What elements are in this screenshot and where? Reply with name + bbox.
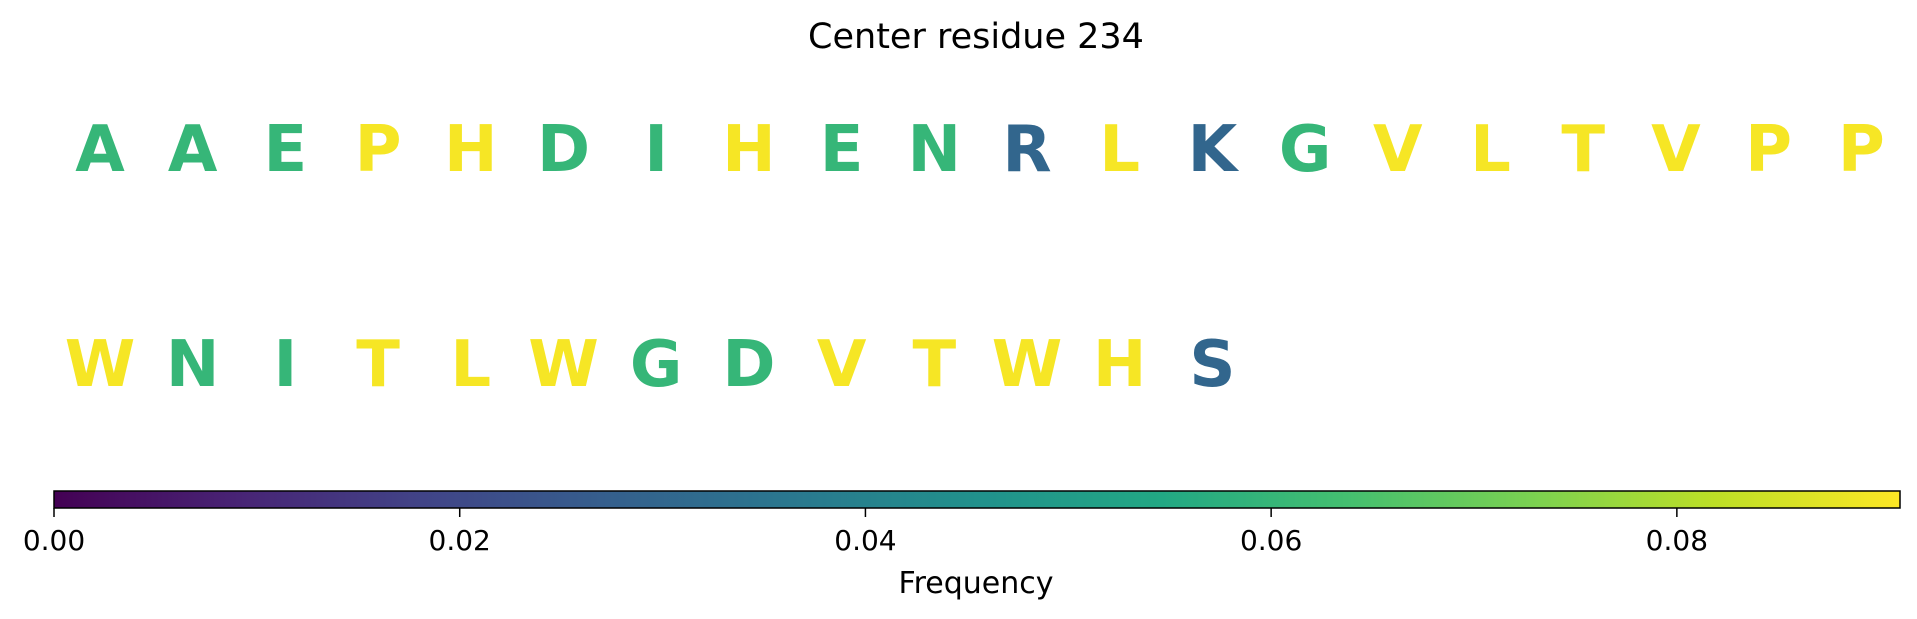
colorbar-tick-label: 0.06: [1240, 524, 1302, 557]
residue-letter: I: [273, 328, 297, 402]
residue-letter: A: [168, 113, 218, 187]
residue-letter: V: [817, 328, 867, 402]
residue-letter: L: [1470, 113, 1511, 187]
chart-title: Center residue 234: [808, 17, 1144, 57]
residue-letter: T: [356, 328, 400, 402]
residue-letter: W: [992, 328, 1063, 402]
residue-letter: T: [912, 328, 956, 402]
residue-letter: D: [537, 113, 590, 187]
residue-letter: G: [630, 328, 683, 402]
residue-letter: H: [722, 113, 776, 187]
colorbar-tick-label: 0.08: [1646, 524, 1708, 557]
residue-letter: W: [65, 328, 136, 402]
residue-letter: G: [1279, 113, 1332, 187]
colorbar-tick-label: 0.00: [23, 524, 85, 557]
colorbar-ticks: 0.00 0.02 0.04 0.06 0.08: [23, 508, 1708, 557]
residue-letter: A: [75, 113, 125, 187]
residue-letter: P: [355, 113, 402, 187]
residue-letter: I: [644, 113, 668, 187]
residue-letter: V: [1651, 113, 1701, 187]
residue-letter: D: [722, 328, 775, 402]
residue-letter: K: [1188, 113, 1240, 187]
residue-letter: W: [528, 328, 599, 402]
residue-letter: H: [1093, 328, 1147, 402]
residue-letter: E: [264, 113, 308, 187]
residue-letter: R: [1002, 113, 1051, 187]
colorbar: 0.00 0.02 0.04 0.06 0.08 Frequency: [23, 490, 1901, 601]
residue-letter: S: [1189, 328, 1235, 402]
residue-letter: T: [1561, 113, 1605, 187]
colorbar-tick-label: 0.04: [834, 524, 896, 557]
colorbar-label: Frequency: [899, 566, 1054, 601]
residue-letter: H: [444, 113, 498, 187]
residue-letter: L: [1099, 113, 1140, 187]
residue-letter: N: [166, 328, 220, 402]
residue-letter: L: [450, 328, 491, 402]
colorbar-gradient: [53, 490, 1901, 509]
colorbar-tick-label: 0.02: [429, 524, 491, 557]
residue-letter: N: [908, 113, 962, 187]
residue-letter: P: [1745, 113, 1792, 187]
residue-letter: P: [1838, 113, 1885, 187]
residue-letter: V: [1373, 113, 1423, 187]
residue-letter: E: [820, 113, 864, 187]
